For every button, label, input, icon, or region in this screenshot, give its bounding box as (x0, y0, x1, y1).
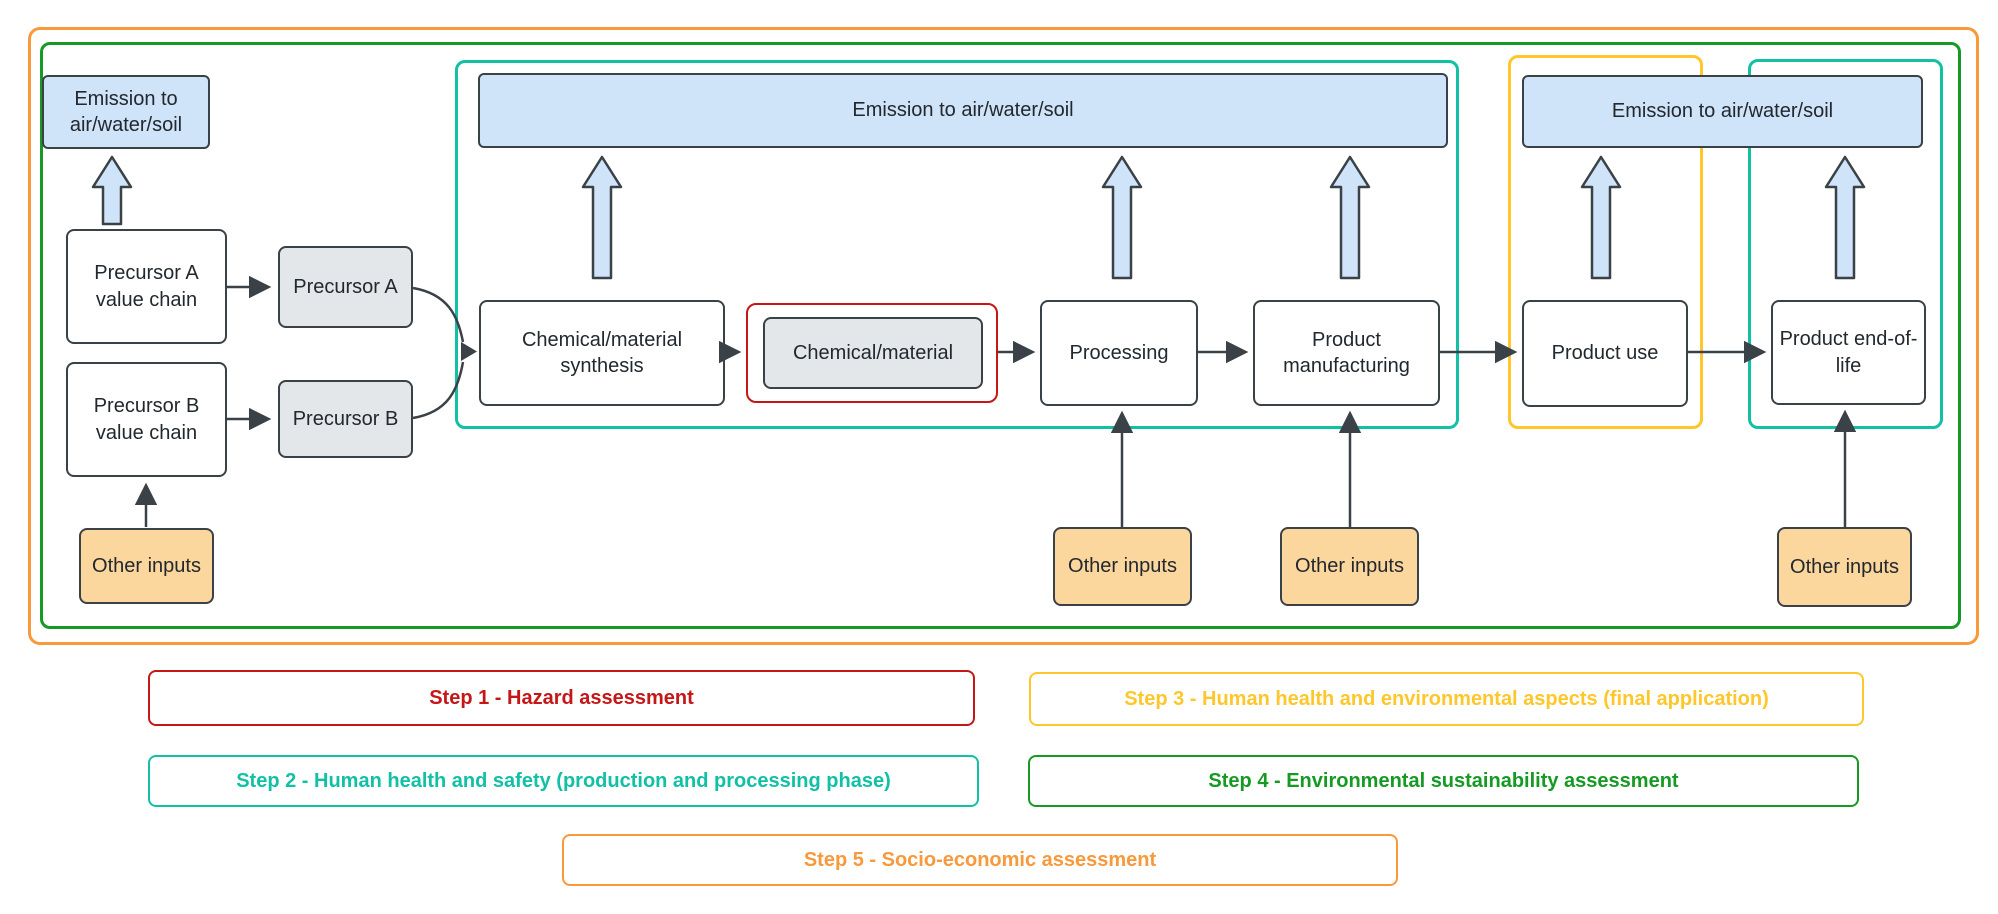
node-other-inputs-processing: Other inputs (1053, 527, 1192, 606)
region-step4-environmental (40, 42, 1961, 629)
legend-step5: Step 5 - Socio-economic assessment (562, 834, 1398, 886)
node-precursor-a-value-chain: Precursor A value chain (66, 229, 227, 344)
node-precursor-b: Precursor B (278, 380, 413, 458)
legend-step2: Step 2 - Human health and safety (produc… (148, 755, 979, 807)
node-other-inputs-end-of-life: Other inputs (1777, 527, 1912, 607)
legend-step3: Step 3 - Human health and environmental … (1029, 672, 1864, 726)
node-other-inputs-precursor: Other inputs (79, 528, 214, 604)
node-processing: Processing (1040, 300, 1198, 406)
region-step5-socio-economic (28, 27, 1979, 645)
region-step2-production-processing (455, 60, 1459, 429)
emission-box-right: Emission to air/water/soil (1522, 75, 1923, 148)
node-product-end-of-life: Product end-of-life (1771, 300, 1926, 405)
emission-box-left: Emission to air/water/soil (42, 75, 210, 149)
region-step3-final-application (1508, 55, 1703, 429)
step1-hazard-highlight-frame: Chemical/material (746, 303, 998, 403)
legend-step4: Step 4 - Environmental sustainability as… (1028, 755, 1859, 807)
node-other-inputs-manufacturing: Other inputs (1280, 527, 1419, 606)
node-precursor-b-value-chain: Precursor B value chain (66, 362, 227, 477)
node-product-use: Product use (1522, 300, 1688, 407)
node-product-manufacturing: Product manufacturing (1253, 300, 1440, 406)
emission-box-middle: Emission to air/water/soil (478, 73, 1448, 148)
node-chemical-material: Chemical/material (763, 317, 983, 389)
node-precursor-a: Precursor A (278, 246, 413, 328)
legend-step1: Step 1 - Hazard assessment (148, 670, 975, 726)
node-chemical-material-synthesis: Chemical/material synthesis (479, 300, 725, 406)
